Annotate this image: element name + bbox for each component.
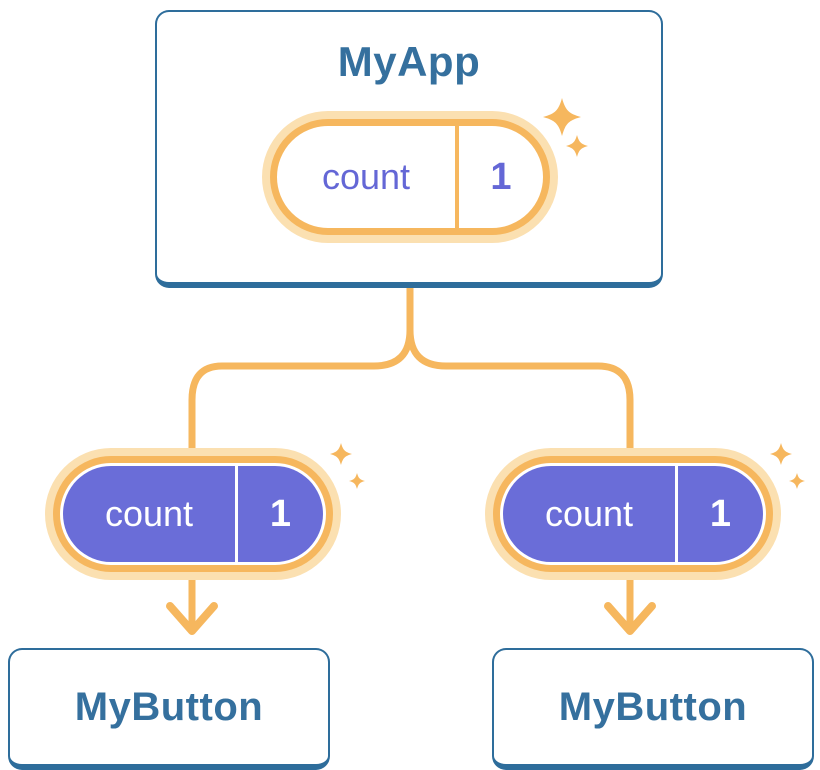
component-title: MyButton — [74, 684, 264, 729]
component-card-mybutton-right: MyButton — [492, 648, 814, 770]
sparkle-icon — [543, 98, 588, 157]
prop-value: 1 — [235, 466, 323, 562]
prop-name: count — [104, 493, 194, 534]
state-value: 1 — [455, 126, 543, 228]
prop-value: 1 — [675, 466, 763, 562]
sparkle-icon — [330, 443, 365, 489]
prop-pill-core: count 1 — [63, 466, 323, 562]
sparkle-icon — [770, 443, 805, 489]
component-title: MyApp — [337, 38, 481, 85]
component-card-myapp: MyApp count 1 — [155, 10, 663, 288]
prop-pill-left: count 1 — [53, 456, 333, 572]
arrowhead-right-icon — [604, 602, 656, 635]
prop-pill-right: count 1 — [493, 456, 773, 572]
arrowhead-left-icon — [166, 602, 218, 635]
prop-name: count — [544, 493, 634, 534]
state-name: count — [321, 156, 411, 197]
state-pill: count 1 — [270, 119, 550, 235]
prop-pill-core: count 1 — [503, 466, 763, 562]
branch-right-line — [406, 280, 634, 631]
component-title: MyButton — [558, 684, 748, 729]
component-card-mybutton-left: MyButton — [8, 648, 330, 770]
